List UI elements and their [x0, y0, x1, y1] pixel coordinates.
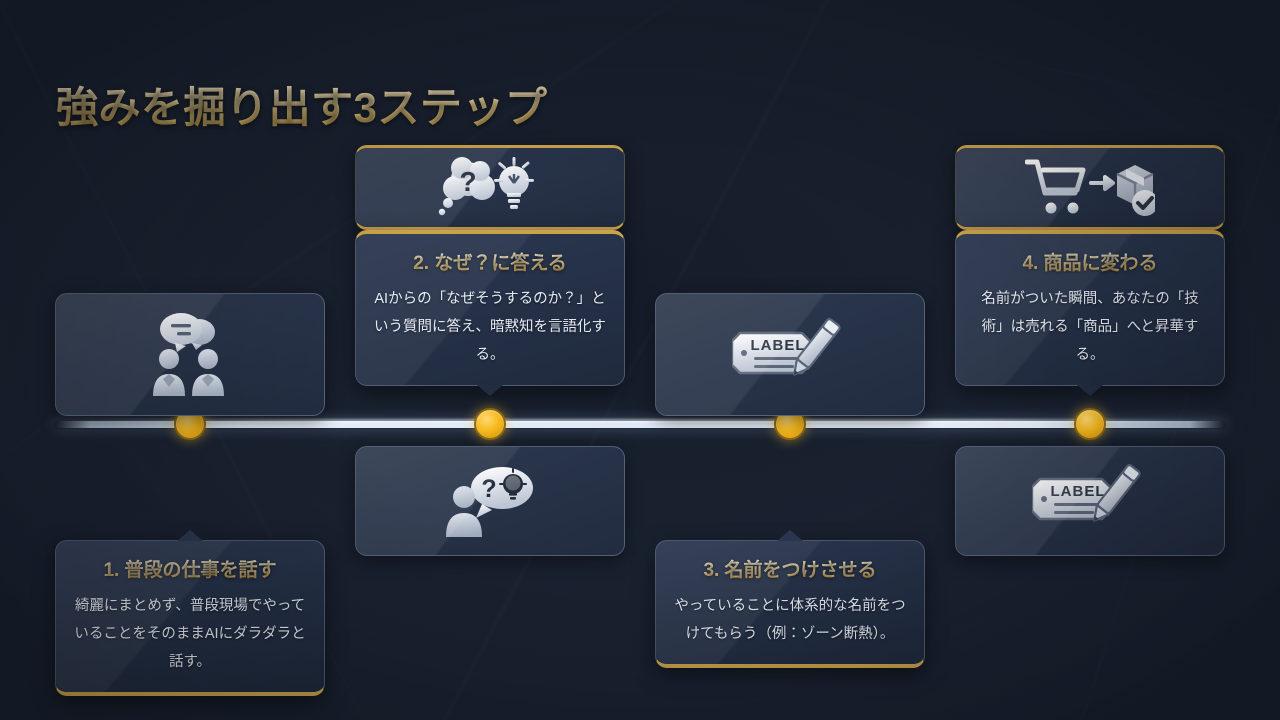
svg-text:LABEL: LABEL [751, 337, 806, 354]
svg-text:?: ? [481, 475, 496, 503]
step-2-text-card: 2. なぜ？に答える AIからの「なぜそうするのか？」という質問に答え、暗黙知を… [355, 230, 625, 397]
step-2-column: ? 2. なぜ？に答える [355, 145, 625, 557]
step-1-heading: 1. 普段の仕事を話す [72, 559, 308, 584]
step-1-column: 1. 普段の仕事を話す 綺麗にまとめず、普段現場でやっていることをそのままAIに… [55, 293, 325, 697]
cart-to-box-icon [1025, 156, 1155, 220]
step-4-column: 4. 商品に変わる 名前がついた瞬間、あなたの「技術」は売れる「商品」へと昇華す… [955, 145, 1225, 557]
step-2-node[interactable] [474, 408, 506, 440]
two-people-chat-icon [142, 312, 238, 398]
label-tag-pencil-icon: LABEL [732, 315, 848, 395]
step-3-text-card: 3. 名前をつけさせる やっていることに体系的な名前をつけてもらう（例：ゾーン断… [655, 530, 925, 669]
person-question-lightbulb-icon: ? [442, 464, 538, 538]
page-title: 強みを掘り出す3ステップ [56, 74, 547, 135]
step-1-icon-card [55, 293, 325, 416]
step-1-text-card: 1. 普段の仕事を話す 綺麗にまとめず、普段現場でやっていることをそのままAIに… [55, 530, 325, 697]
step-1-body: 綺麗にまとめず、普段現場でやっていることをそのままAIにダラダラと話す。 [74, 597, 306, 671]
step-3-column: LABEL 3. 名前をつけさせる やっていることに体系的な名前をつけてもらう（… [655, 293, 925, 669]
step-4-body: 名前がついた瞬間、あなたの「技術」は売れる「商品」へと昇華する。 [981, 290, 1199, 364]
step-2-lower-icon-card: ? [355, 446, 625, 557]
step-4-lower-icon-card: LABEL [955, 446, 1225, 557]
step-4-node[interactable] [1074, 408, 1106, 440]
step-3-notch [777, 530, 803, 541]
thought-cloud-lightbulb-icon: ? [435, 155, 545, 221]
svg-text:?: ? [459, 166, 476, 197]
timeline-bar [55, 421, 1225, 428]
step-3-icon-card: LABEL [655, 293, 925, 416]
svg-text:LABEL: LABEL [1051, 483, 1106, 500]
step-3-heading: 3. 名前をつけさせる [672, 559, 908, 584]
step-2-body: AIからの「なぜそうするのか？」という質問に答え、暗黙知を言語化する。 [374, 290, 606, 364]
step-4-text-card: 4. 商品に変わる 名前がついた瞬間、あなたの「技術」は売れる「商品」へと昇華す… [955, 230, 1225, 397]
step-4-icon-card [955, 145, 1225, 230]
step-3-body: やっていることに体系的な名前をつけてもらう（例：ゾーン断熱）。 [674, 597, 906, 642]
step-2-notch [477, 385, 503, 397]
step-4-notch [1077, 385, 1103, 397]
step-2-icon-card: ? [355, 145, 625, 230]
step-1-notch [177, 530, 203, 541]
step-2-heading: 2. なぜ？に答える [372, 252, 608, 277]
label-tag-pencil-icon: LABEL [1032, 461, 1148, 541]
step-4-heading: 4. 商品に変わる [972, 252, 1208, 277]
